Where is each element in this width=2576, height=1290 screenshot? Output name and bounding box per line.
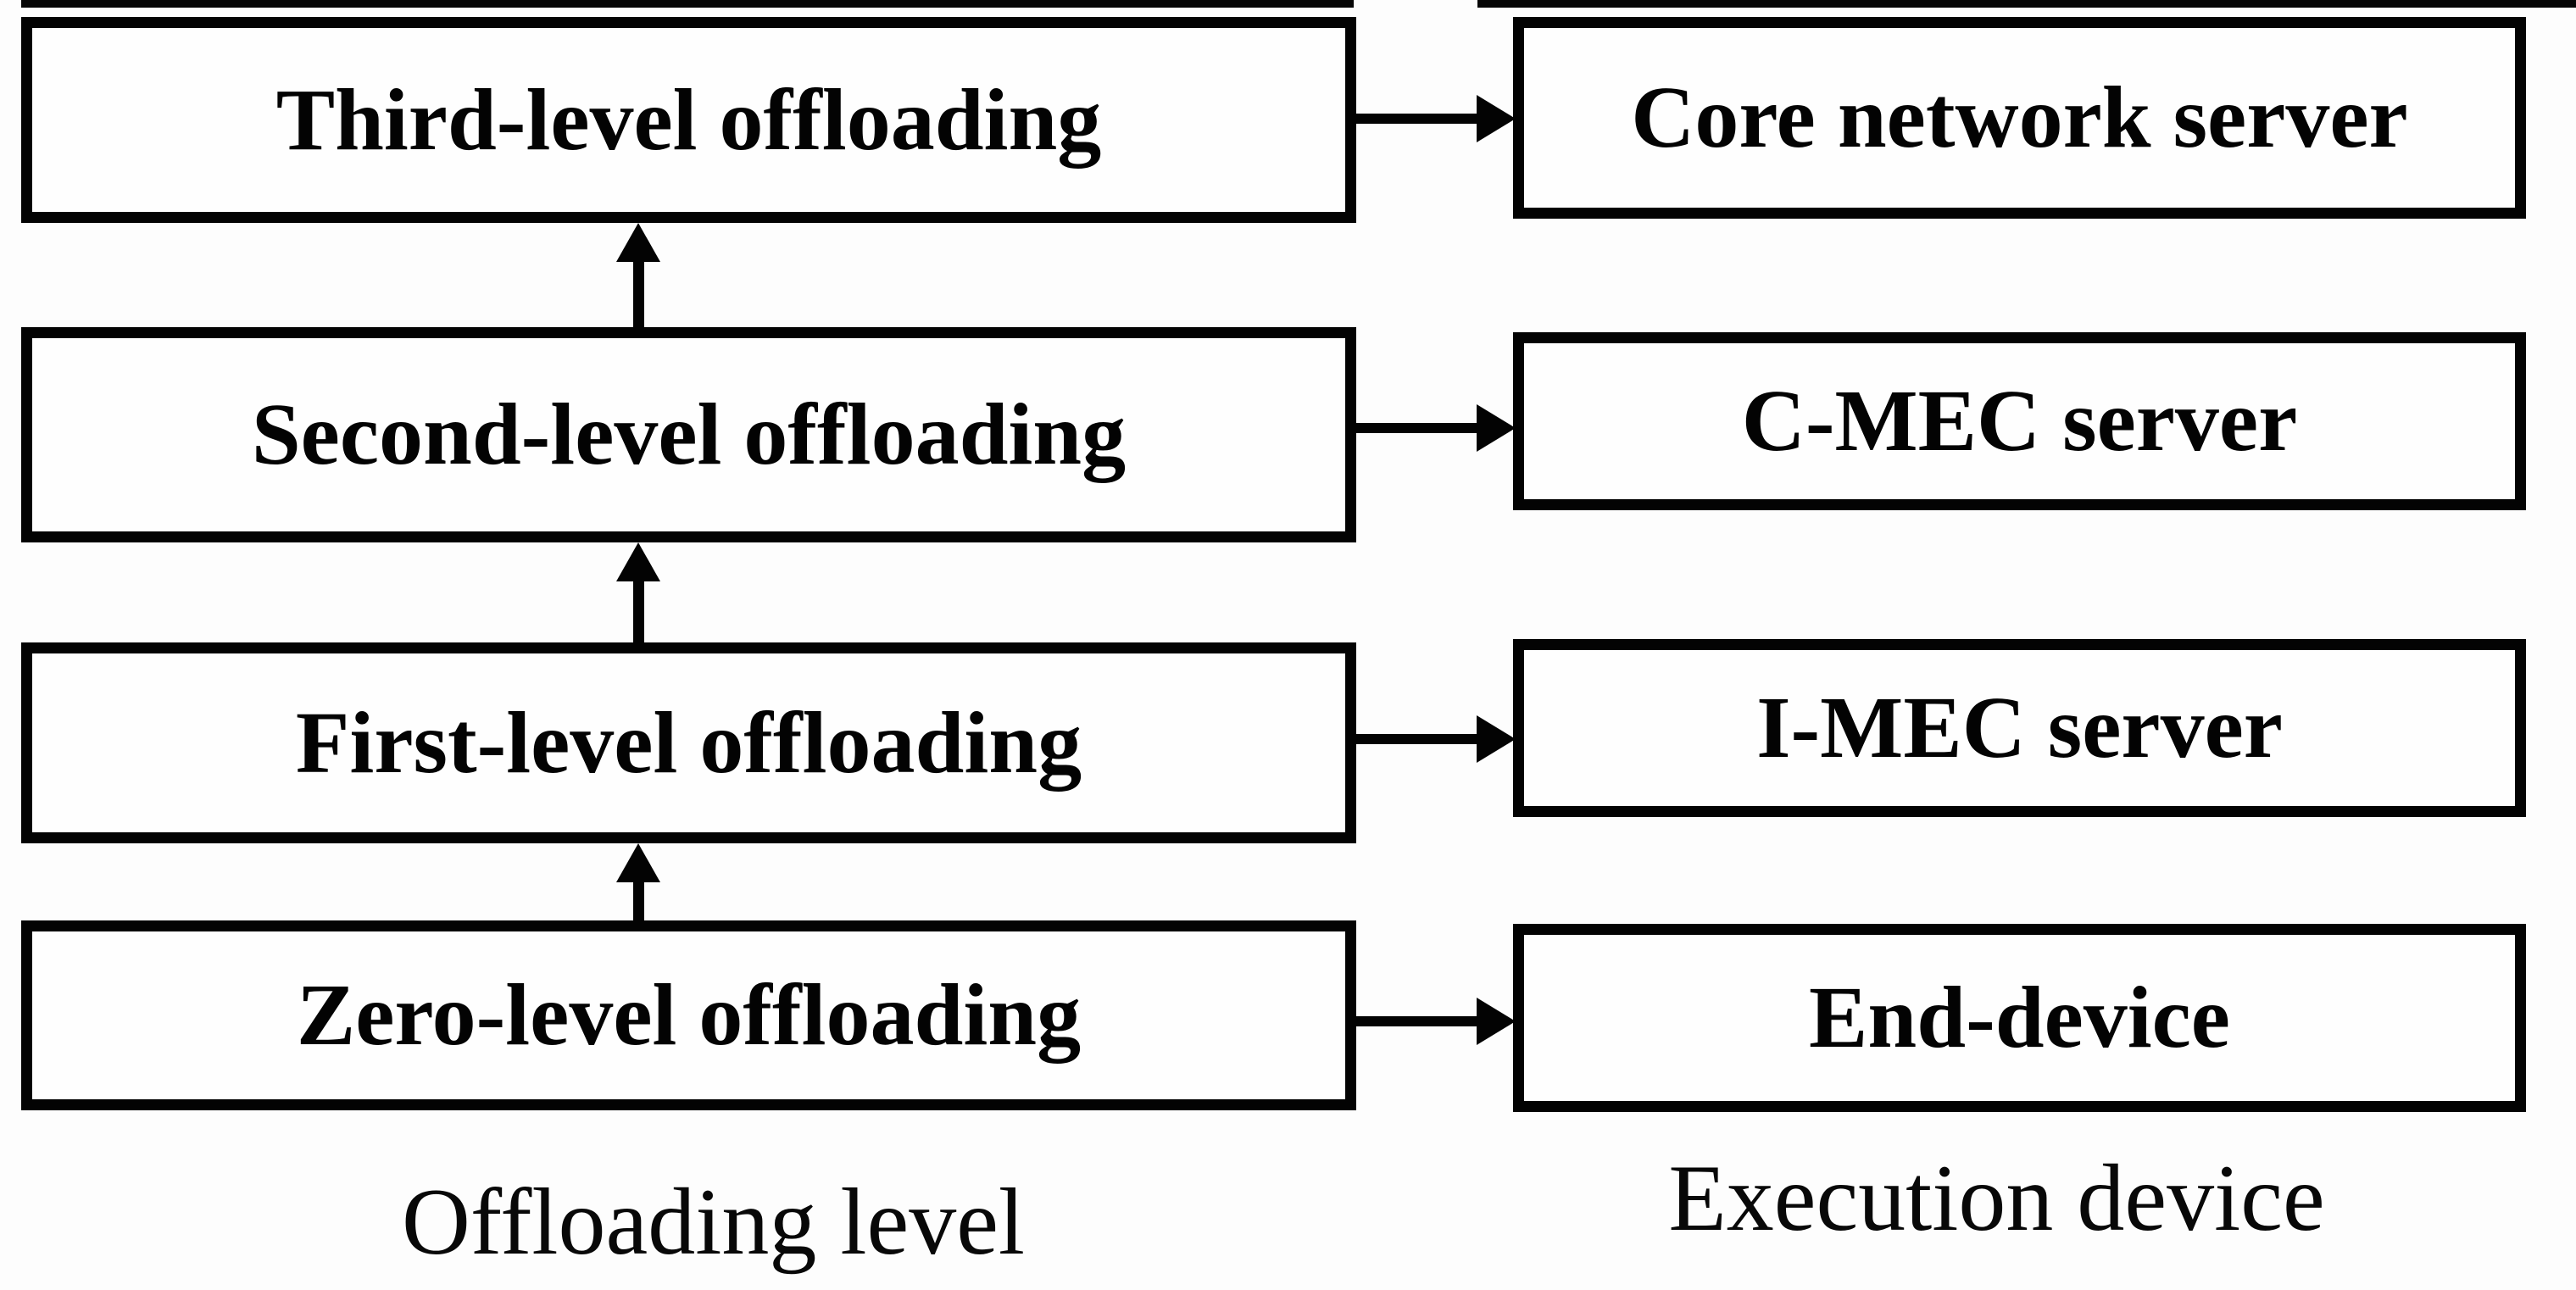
box-label: First-level offloading: [295, 693, 1082, 792]
box-label: Zero-level offloading: [296, 966, 1082, 1064]
box-label: Core network server: [1631, 69, 2408, 166]
arrow-head: [616, 223, 660, 262]
arrow-right-icon: [1356, 95, 1516, 142]
arrow-up-icon: [616, 542, 660, 642]
arrow-shaft: [633, 576, 644, 642]
arrow-head: [616, 843, 660, 882]
box-second-level-offloading: Second-level offloading: [21, 327, 1356, 542]
box-label: C-MEC server: [1741, 372, 2298, 470]
box-label: End-device: [1809, 969, 2230, 1066]
box-label: Third-level offloading: [275, 70, 1102, 169]
box-label: I-MEC server: [1756, 679, 2283, 776]
arrow-right-icon: [1356, 404, 1516, 452]
arrow-shaft: [1356, 1016, 1482, 1026]
execution-column-caption: Execution device: [1668, 1146, 2325, 1251]
box-c-mec-server: C-MEC server: [1513, 332, 2526, 510]
box-third-level-offloading: Third-level offloading: [21, 17, 1356, 223]
box-zero-level-offloading: Zero-level offloading: [21, 920, 1356, 1110]
arrow-shaft: [633, 877, 644, 920]
arrow-up-icon: [616, 843, 660, 920]
arrow-head: [1477, 404, 1516, 452]
arrow-head: [616, 542, 660, 581]
arrow-up-icon: [616, 223, 660, 327]
arrow-shaft: [633, 257, 644, 327]
arrow-right-icon: [1356, 998, 1516, 1045]
box-i-mec-server: I-MEC server: [1513, 639, 2526, 817]
arrow-shaft: [1356, 734, 1482, 744]
arrow-shaft: [1356, 423, 1482, 433]
top-edge-artifact-right: [1477, 0, 2576, 8]
arrow-head: [1477, 715, 1516, 763]
top-edge-artifact-left: [21, 0, 1354, 8]
box-label: Second-level offloading: [251, 386, 1127, 483]
offloading-column-caption: Offloading level: [401, 1170, 1026, 1275]
arrow-right-icon: [1356, 715, 1516, 763]
arrow-shaft: [1356, 114, 1482, 124]
box-first-level-offloading: First-level offloading: [21, 642, 1356, 843]
box-core-network-server: Core network server: [1513, 17, 2526, 219]
arrow-head: [1477, 95, 1516, 142]
arrow-head: [1477, 998, 1516, 1045]
box-end-device: End-device: [1513, 924, 2526, 1112]
